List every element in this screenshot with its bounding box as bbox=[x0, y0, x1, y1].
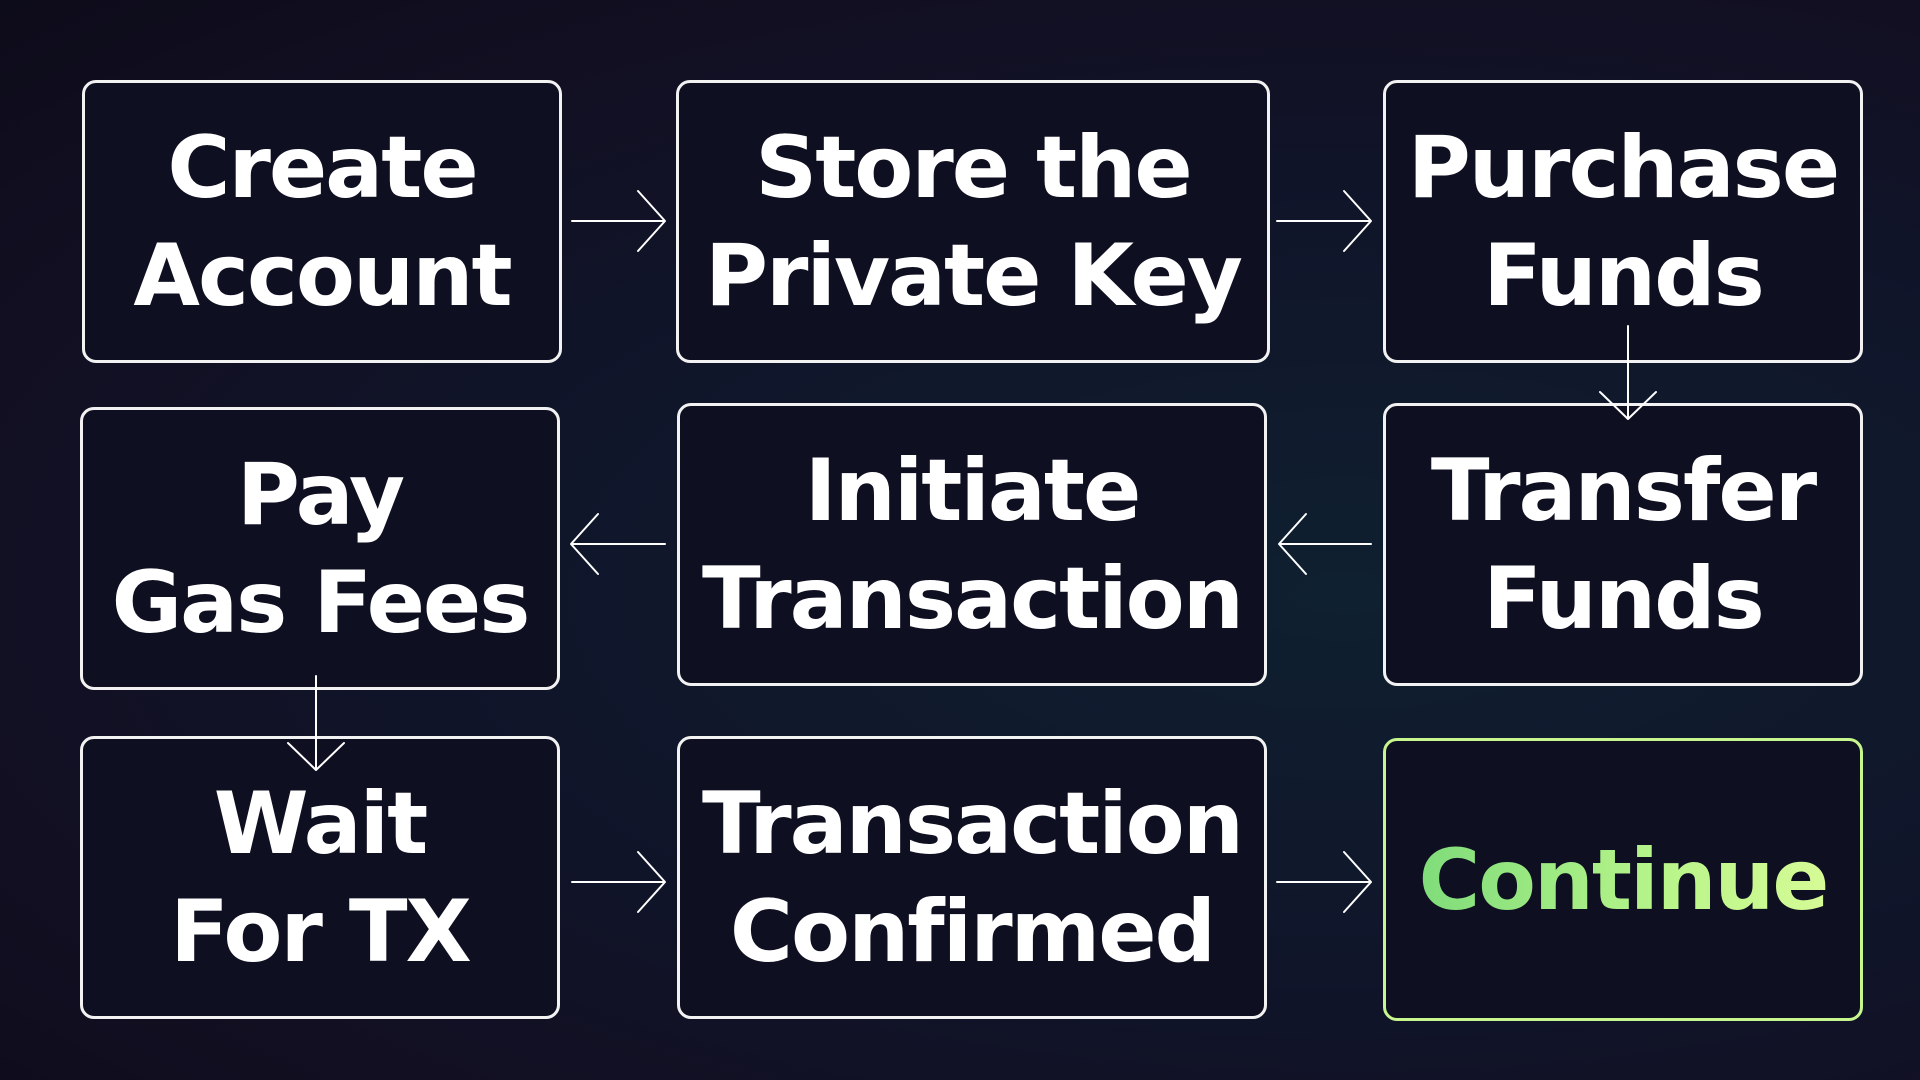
step-transaction-confirmed: Transaction Confirmed bbox=[677, 736, 1267, 1019]
step-label-line-1: Initiate bbox=[804, 440, 1142, 541]
step-label-line-1: Continue bbox=[1419, 826, 1830, 934]
step-label-line-2: Transaction bbox=[702, 548, 1244, 649]
step-label-line-1: Wait bbox=[213, 773, 428, 874]
step-create-account: Create Account bbox=[82, 80, 562, 363]
step-label-line-2: Funds bbox=[1483, 548, 1765, 649]
arrow-right-icon bbox=[571, 851, 666, 913]
step-label-line-2: Account bbox=[133, 225, 512, 326]
step-store-private-key: Store the Private Key bbox=[676, 80, 1270, 363]
step-label-line-1: Purchase bbox=[1407, 117, 1840, 218]
step-label-line-1: Store the bbox=[755, 117, 1192, 218]
step-label-line-1: Transaction bbox=[702, 773, 1244, 874]
step-initiate-transaction: Initiate Transaction bbox=[677, 403, 1267, 686]
step-transfer-funds: Transfer Funds bbox=[1383, 403, 1863, 686]
step-label-line-2: Gas Fees bbox=[111, 552, 531, 653]
step-label-line-2: Funds bbox=[1483, 225, 1765, 326]
step-wait-for-tx: Wait For TX bbox=[80, 736, 560, 1019]
step-label-line-1: Pay bbox=[236, 444, 405, 545]
step-purchase-funds: Purchase Funds bbox=[1383, 80, 1863, 363]
step-pay-gas-fees: Pay Gas Fees bbox=[80, 407, 560, 690]
step-label-line-1: Create bbox=[167, 117, 478, 218]
step-label-line-2: For TX bbox=[170, 881, 472, 982]
arrow-right-icon bbox=[1276, 851, 1372, 913]
arrow-left-icon bbox=[570, 513, 666, 575]
step-label-line-2: Confirmed bbox=[729, 881, 1216, 982]
step-label-line-1: Transfer bbox=[1430, 440, 1817, 541]
arrow-right-icon bbox=[1276, 190, 1372, 252]
arrow-left-icon bbox=[1278, 513, 1372, 575]
step-continue: Continue bbox=[1383, 738, 1863, 1021]
arrow-right-icon bbox=[571, 190, 666, 252]
step-label-line-2: Private Key bbox=[705, 225, 1243, 326]
